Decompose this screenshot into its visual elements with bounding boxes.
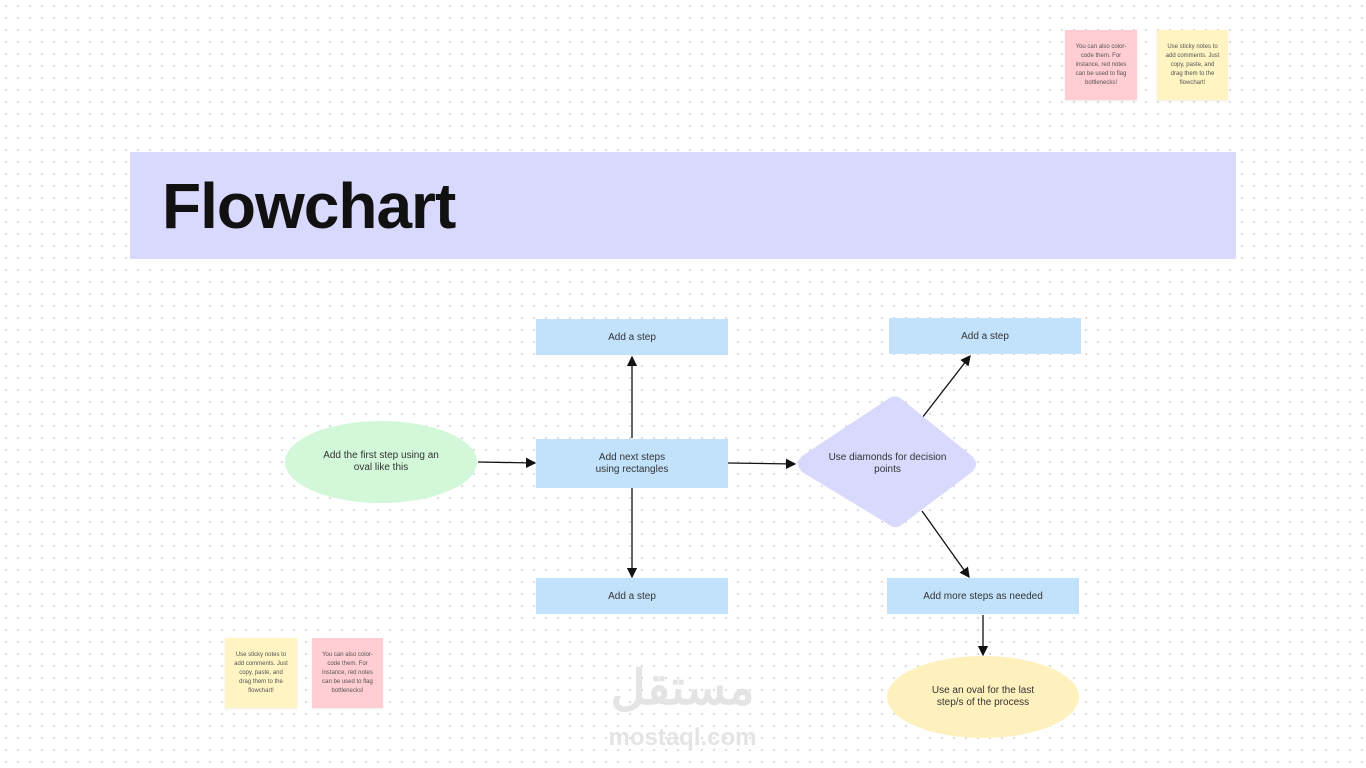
end-label: Use an oval for the last step/s of the p… [931, 685, 1035, 708]
sticky-note-red-top[interactable]: You can also color-code them. For instan… [1065, 30, 1137, 100]
start-oval[interactable]: Add the first step using an oval like th… [285, 421, 477, 503]
step-middle-label: Add next steps using rectangles [595, 451, 669, 475]
watermark-arabic: مستقل [610, 662, 755, 715]
watermark-latin: mostaql.com [608, 724, 757, 751]
page-title: Flowchart [162, 169, 456, 242]
sticky-note-yellow-bottom[interactable]: Use sticky notes to add comments. Just c… [225, 638, 297, 708]
step-right-top-label: Add a step [961, 330, 1009, 342]
sticky-note-red-bottom[interactable]: You can also color-code them. For instan… [312, 638, 383, 708]
step-bottom-label: Add a step [608, 590, 656, 602]
step-right-bottom[interactable]: Add more steps as needed [887, 578, 1079, 614]
decision-label[interactable]: Use diamonds for decision points [828, 452, 947, 475]
step-top[interactable]: Add a step [536, 319, 728, 355]
step-right-bottom-label: Add more steps as needed [923, 590, 1043, 602]
arrow-decision-to-top [921, 354, 971, 419]
start-label: Add the first step using an oval like th… [323, 450, 439, 473]
arrow-middle-to-decision [727, 458, 797, 470]
arrow-decision-to-bottom [921, 510, 970, 579]
step-middle[interactable]: Add next steps using rectangles [536, 439, 728, 488]
decision-diamond [798, 396, 976, 528]
arrow-start-to-middle [477, 457, 537, 469]
title-banner: Flowchart [130, 152, 1236, 259]
sticky-note-yellow-top[interactable]: Use sticky notes to add comments. Just c… [1157, 30, 1228, 100]
step-top-label: Add a step [608, 331, 656, 343]
end-oval[interactable]: Use an oval for the last step/s of the p… [887, 656, 1079, 738]
step-bottom[interactable]: Add a step [536, 578, 728, 614]
step-right-top[interactable]: Add a step [889, 318, 1081, 354]
